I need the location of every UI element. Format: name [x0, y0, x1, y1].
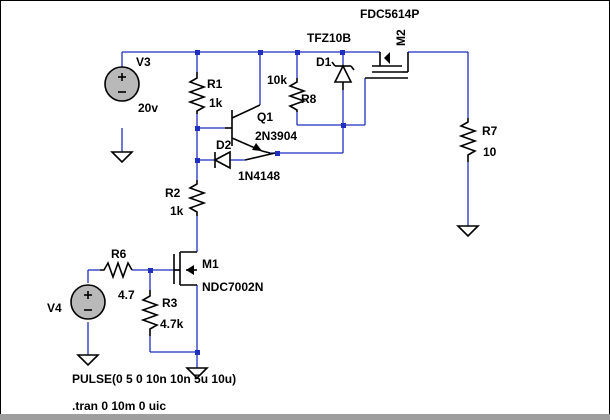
m2-name-label: M2 [394, 29, 408, 46]
r3-value-label: 4.7k [160, 317, 184, 331]
r8-resistor[interactable]: 10k R8 [267, 73, 317, 112]
m2-model-label: FDC5614P [360, 7, 419, 21]
d2-name-label: D2 [216, 138, 232, 152]
m1-model-label: NDC7002N [202, 280, 263, 294]
d1-model-label: TFZ10B [307, 31, 351, 45]
r6-value-label: 4.7 [118, 288, 135, 302]
r7-ground-icon [456, 225, 480, 238]
d1-name-label: D1 [316, 55, 332, 69]
r7-value-label: 10 [483, 145, 497, 159]
pulse-directive[interactable]: PULSE(0 5 0 10n 10n 5u 10u) [72, 372, 236, 386]
q1-name-label: Q1 [257, 110, 273, 124]
d2-model-label: 1N4148 [238, 169, 280, 183]
r8-value-label: 10k [267, 73, 287, 87]
v3-ground-icon [110, 151, 134, 164]
r7-name-label: R7 [482, 124, 498, 138]
r6-name-label: R6 [111, 247, 127, 261]
r1-name-label: R1 [207, 77, 223, 91]
r8-name-label: R8 [301, 92, 317, 106]
d2-diode[interactable]: D2 1N4148 [213, 138, 280, 183]
v4-source[interactable]: V4 [47, 284, 106, 320]
m1-nmos[interactable]: M1 NDC7002N [173, 251, 263, 294]
d1-zener-diode[interactable]: D1 TFZ10B [307, 31, 355, 90]
r1-value-label: 1k [209, 96, 223, 110]
m1-name-label: M1 [202, 257, 219, 271]
q1-transistor[interactable]: Q1 2N3904 [225, 104, 297, 154]
v3-value-label: 20v [138, 101, 158, 115]
r1-resistor[interactable]: R1 1k [187, 72, 223, 114]
r2-value-label: 1k [170, 204, 184, 218]
junctions [148, 50, 346, 355]
r2-resistor[interactable]: R2 1k [165, 180, 207, 218]
tran-directive[interactable]: .tran 0 10m 0 uic [72, 399, 166, 413]
v3-source[interactable]: V3 20v [104, 55, 158, 115]
q1-model-label: 2N3904 [255, 129, 297, 143]
m2-pmos[interactable]: M2 FDC5614P [360, 7, 419, 79]
r3-resistor[interactable]: R3 4.7k [140, 290, 184, 336]
r7-resistor[interactable]: R7 10 [458, 118, 498, 162]
r3-name-label: R3 [162, 296, 178, 310]
m1-ground-icon [185, 367, 209, 380]
v4-name-label: V4 [47, 301, 62, 315]
v3-name-label: V3 [136, 55, 151, 69]
v4-ground-icon [76, 354, 100, 367]
r2-name-label: R2 [165, 186, 181, 200]
r6-resistor[interactable]: R6 4.7 [100, 247, 135, 302]
